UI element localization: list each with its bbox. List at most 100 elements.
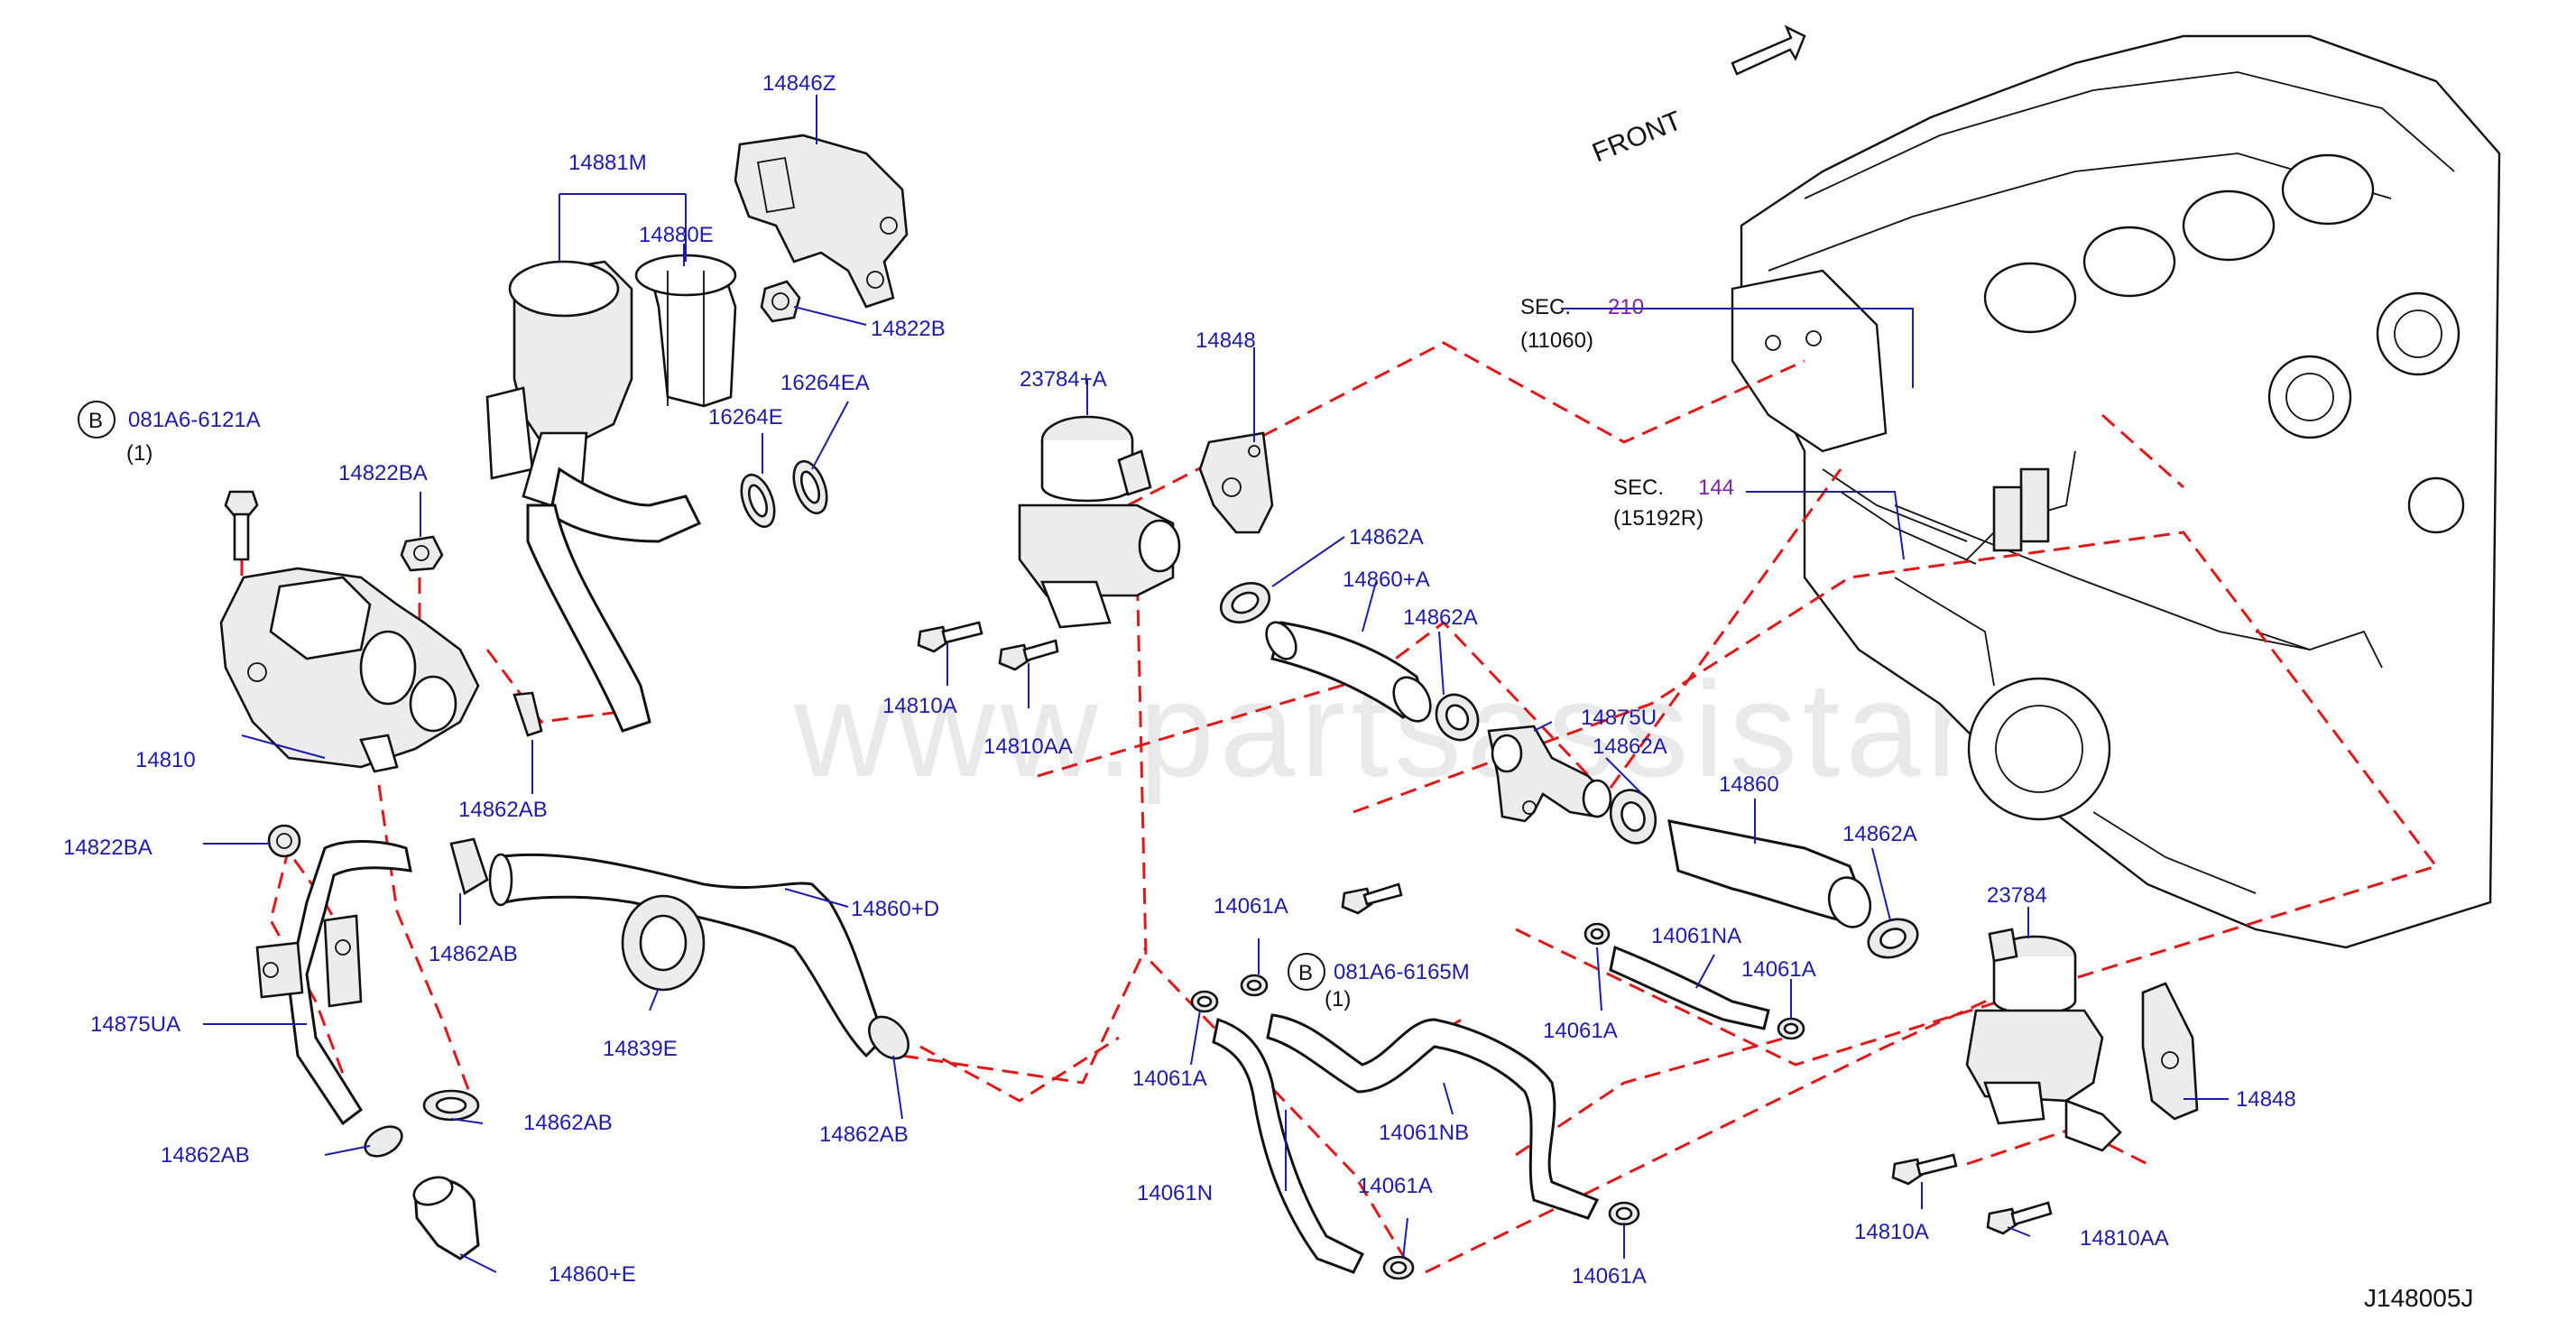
bolt-reference-2[interactable]: B 081A6-6165M (1)	[1288, 953, 1470, 1011]
tube-14875UA[interactable]	[255, 840, 412, 1126]
hose-14860A[interactable]	[1260, 617, 1438, 728]
label-14862AB-5[interactable]: 14862AB	[161, 1143, 250, 1168]
label-14862A-1[interactable]: 14862A	[1349, 525, 1424, 549]
label-14875UA[interactable]: 14875UA	[90, 1012, 180, 1037]
sec-sub-210: (11060)	[1520, 328, 1593, 353]
front-direction-indicator: FRONT	[1588, 24, 1806, 168]
label-14862AB-3[interactable]: 14862AB	[819, 1122, 909, 1147]
label-23784A[interactable]: 23784+A	[1020, 367, 1107, 392]
bolt-14810A-bottom[interactable]	[1891, 1153, 1958, 1186]
clamp-14862A-4[interactable]	[1863, 913, 1923, 965]
label-14061A-3[interactable]: 14061A	[1358, 1174, 1433, 1198]
air-cleaner-14881M[interactable]	[485, 260, 702, 733]
label-14860D[interactable]: 14860+D	[851, 897, 939, 921]
clamp-14061A-2[interactable]	[1190, 990, 1219, 1013]
label-14848-right[interactable]: 14848	[2236, 1087, 2296, 1112]
clamp-14862AB-5[interactable]	[360, 1121, 407, 1162]
label-14846Z[interactable]: 14846Z	[762, 71, 836, 96]
hose-14061NA[interactable]	[1609, 945, 1770, 1030]
bolt-14810AA-bottom[interactable]	[1986, 1201, 2053, 1235]
label-14061A-1[interactable]: 14061A	[1214, 894, 1288, 919]
label-14822BA-top[interactable]: 14822BA	[338, 461, 428, 485]
clamp-14862A-2[interactable]	[1428, 687, 1486, 747]
label-16264E[interactable]: 16264E	[708, 405, 783, 429]
clamp-14862A-3[interactable]	[1603, 784, 1663, 850]
section-reference-210[interactable]: SEC. 210 (11060)	[1520, 295, 1644, 353]
hose-14860[interactable]	[1667, 819, 1877, 933]
clamp-14061A-5[interactable]	[1583, 922, 1611, 946]
bolt-081A6-6165M[interactable]	[1341, 882, 1403, 915]
engine-block	[1731, 34, 2501, 949]
bolt-081A6-6121A[interactable]	[224, 490, 259, 561]
bolt-ref-part-2: 081A6-6165M	[1334, 960, 1470, 984]
label-14810[interactable]: 14810	[135, 748, 196, 772]
bracket-14848-right[interactable]	[2141, 982, 2199, 1121]
bolt-reference-1[interactable]: B 081A6-6121A (1)	[78, 401, 261, 466]
fitting-14875U[interactable]	[1487, 725, 1612, 823]
sec-sub-144: (15192R)	[1613, 506, 1703, 531]
label-14862A-2[interactable]: 14862A	[1403, 605, 1478, 630]
air-pump-14810[interactable]	[219, 567, 480, 773]
clamp-16264E[interactable]	[735, 470, 781, 531]
section-reference-144[interactable]: SEC. 144 (15192R)	[1613, 476, 1734, 531]
label-14860[interactable]: 14860	[1719, 772, 1779, 797]
nut-14822BA-top[interactable]	[400, 535, 444, 572]
nut-14822BA-left[interactable]	[267, 824, 301, 858]
hose-14061NB[interactable]	[1266, 1013, 1600, 1220]
label-23784[interactable]: 23784	[1987, 883, 2047, 908]
label-14061NB[interactable]: 14061NB	[1379, 1121, 1469, 1145]
label-14862A-4[interactable]: 14862A	[1842, 822, 1917, 846]
label-14822BA-left[interactable]: 14822BA	[63, 836, 152, 860]
bolt-14810A-top[interactable]	[917, 621, 983, 653]
valve-23784[interactable]	[1965, 928, 2122, 1152]
valve-23784A[interactable]	[1018, 415, 1181, 629]
label-14061A-2[interactable]: 14061A	[1132, 1067, 1207, 1091]
label-14061N[interactable]: 14061N	[1137, 1181, 1213, 1205]
label-14880E[interactable]: 14880E	[639, 223, 714, 247]
label-14810AA-bottom[interactable]: 14810AA	[2080, 1226, 2169, 1251]
filter-element-14880E[interactable]	[634, 254, 737, 408]
nut-14822B[interactable]	[760, 280, 801, 323]
badge-b-1: B	[88, 409, 103, 433]
label-14862AB-2[interactable]: 14862AB	[429, 942, 518, 966]
label-14061A-5[interactable]: 14061A	[1741, 957, 1816, 982]
clamp-14061A-3[interactable]	[1382, 1255, 1415, 1280]
clamp-14061A-4[interactable]	[1608, 1201, 1640, 1226]
label-14061NA[interactable]: 14061NA	[1651, 924, 1741, 948]
label-14860E[interactable]: 14860+E	[549, 1262, 636, 1287]
clamp-14862A-1[interactable]	[1214, 576, 1276, 630]
badge-b-2: B	[1298, 961, 1313, 985]
sec-prefix-210: SEC.	[1520, 295, 1571, 319]
label-14862AB-4[interactable]: 14862AB	[523, 1111, 613, 1135]
callout-labels: 14846Z 14881M 14880E 14822B 16264EA 1626…	[63, 71, 2296, 1288]
bolt-ref-qty-1: (1)	[126, 441, 152, 466]
label-14810A-bottom[interactable]: 14810A	[1854, 1220, 1929, 1244]
label-14860A[interactable]: 14860+A	[1343, 568, 1430, 592]
label-14061A-4[interactable]: 14061A	[1543, 1019, 1618, 1043]
label-14810AA-top[interactable]: 14810AA	[983, 734, 1073, 759]
clamp-16264EA[interactable]	[788, 457, 834, 517]
clamp-14862AB-4[interactable]	[422, 1089, 480, 1122]
label-14810A-top[interactable]: 14810A	[882, 694, 957, 718]
label-14848-top[interactable]: 14848	[1196, 328, 1256, 353]
hose-14061N[interactable]	[1212, 1018, 1365, 1274]
label-14061A-6[interactable]: 14061A	[1572, 1264, 1647, 1288]
label-16264EA[interactable]: 16264EA	[780, 371, 870, 395]
label-14862AB-1[interactable]: 14862AB	[458, 798, 548, 822]
bolt-14810AA-top[interactable]	[998, 639, 1059, 671]
label-14862A-3[interactable]: 14862A	[1593, 734, 1667, 759]
diagram-code: J148005J	[2364, 1284, 2473, 1312]
clamp-14061A-1[interactable]	[1240, 974, 1269, 997]
grommet-14839E[interactable]	[621, 894, 706, 992]
clamp-14862AB-1[interactable]	[512, 691, 543, 737]
hose-14860E[interactable]	[411, 1172, 480, 1261]
heat-shield-bracket-14846Z[interactable]	[734, 134, 909, 309]
label-14822B[interactable]: 14822B	[871, 317, 946, 341]
hose-14860D[interactable]	[449, 837, 917, 1066]
label-14881M[interactable]: 14881M	[568, 151, 647, 175]
label-14875U[interactable]: 14875U	[1581, 706, 1657, 730]
clamp-14061A-6[interactable]	[1777, 1017, 1805, 1040]
bracket-14848-top[interactable]	[1198, 431, 1274, 534]
bolt-ref-qty-2: (1)	[1325, 987, 1351, 1011]
label-14839E[interactable]: 14839E	[603, 1037, 678, 1061]
